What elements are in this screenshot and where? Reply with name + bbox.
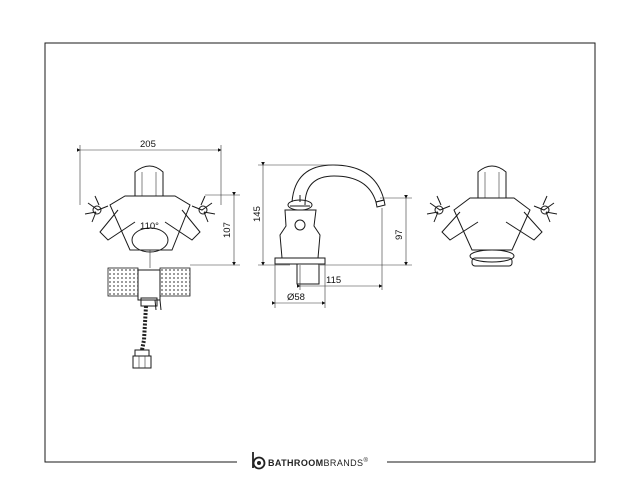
brand-b-icon — [252, 452, 266, 470]
brand-name-bold: BATHROOM — [268, 458, 324, 468]
dim-overall-width: 205 — [140, 139, 156, 150]
brand-logo: BATHROOMBRANDS® — [252, 452, 368, 470]
dim-base-diameter: Ø58 — [287, 292, 305, 303]
rear-right-cross-handle — [533, 195, 558, 223]
rear-view — [426, 165, 558, 267]
dim-front-height: 107 — [222, 222, 233, 238]
base-diameter-dimension: Ø58 — [272, 264, 326, 308]
spout-rear — [477, 165, 507, 199]
front-view: 205 110° — [77, 139, 240, 369]
drawing-frame — [44, 42, 596, 463]
front-height-dimension: 107 — [190, 192, 240, 266]
brand-registered-mark: ® — [363, 457, 368, 464]
dim-spout-height: 97 — [394, 229, 405, 240]
dim-handle-angle: 110° — [140, 221, 159, 232]
valve-body-side — [274, 195, 326, 285]
brand-name-light: BRANDS — [324, 458, 364, 468]
left-cross-handle — [84, 195, 109, 223]
mixer-body-front — [99, 195, 201, 268]
deck-mounting-blocks — [107, 267, 191, 307]
mixer-body-rear — [441, 197, 543, 267]
right-cross-handle — [191, 195, 216, 223]
side-view: 145 97 115 Ø58 — [252, 162, 412, 308]
overall-height-dimension: 145 — [252, 162, 335, 266]
svg-text:BATHROOMBRANDS®: BATHROOMBRANDS® — [268, 457, 368, 468]
spout-height-dimension: 97 — [320, 195, 412, 266]
spout-front — [134, 165, 164, 197]
rear-left-cross-handle — [426, 195, 451, 223]
spout-side — [291, 164, 386, 208]
dim-spout-reach: 115 — [326, 275, 341, 286]
width-dimension: 205 — [77, 139, 222, 205]
spout-reach-dimension: 115 — [297, 208, 383, 290]
flexible-hose — [132, 299, 162, 369]
dim-overall-height: 145 — [252, 206, 263, 222]
